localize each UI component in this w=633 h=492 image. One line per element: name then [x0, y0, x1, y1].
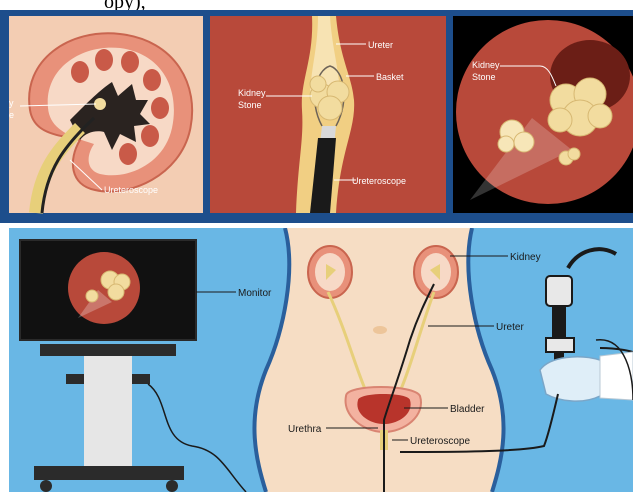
label-basket: Basket — [376, 72, 404, 82]
scope-eyepiece — [546, 276, 572, 306]
right-kidney — [414, 246, 458, 298]
label-urethra: Urethra — [288, 424, 322, 435]
sleeve — [600, 352, 633, 400]
label-ureteroscope-panel2: Ureteroscope — [352, 176, 406, 186]
partial-label: y — [9, 98, 14, 108]
label-kidney-stone-panel2-line1: Kidney — [238, 88, 266, 98]
cart-wheel-left — [40, 480, 52, 492]
cart-handle — [66, 374, 84, 384]
label-kidney-stone-panel3-line2: Stone — [472, 72, 496, 82]
label-kidney-stone-panel2-line2: Stone — [238, 100, 262, 110]
svg-text:e: e — [9, 110, 14, 120]
label-ureter-bottom: Ureter — [496, 322, 524, 333]
label-ureteroscope-1: Ureteroscope — [104, 185, 158, 195]
cart-handle-right — [132, 374, 150, 384]
panel-endoscopic-view: Kidney Stone — [453, 16, 633, 213]
panel-kidney-section: y e Ureteroscope — [9, 16, 203, 213]
label-kidney: Kidney — [510, 252, 541, 263]
monitor-endoscope-image — [68, 252, 140, 324]
bottom-scene: Kidney Ureter Bladder Urethra Ureterosco… — [9, 228, 633, 492]
scope-valve — [546, 338, 574, 352]
cart-wheel-right — [166, 480, 178, 492]
label-ureter-panel2: Ureter — [368, 40, 393, 50]
section-gap — [0, 223, 633, 228]
cart-top-shelf — [40, 344, 176, 356]
cart-base — [34, 466, 184, 480]
panel-ureter-basket: Ureter Basket Kidney Stone Ureteroscope — [210, 16, 446, 213]
label-ureteroscope-bottom: Ureteroscope — [410, 436, 470, 447]
navel — [373, 326, 387, 334]
label-bladder: Bladder — [450, 404, 485, 415]
label-kidney-stone-panel3-line1: Kidney — [472, 60, 500, 70]
left-kidney — [308, 246, 352, 298]
cart-column — [84, 356, 132, 466]
left-margin — [0, 228, 9, 492]
kidney-stone-large — [548, 78, 612, 136]
label-monitor: Monitor — [238, 288, 272, 299]
